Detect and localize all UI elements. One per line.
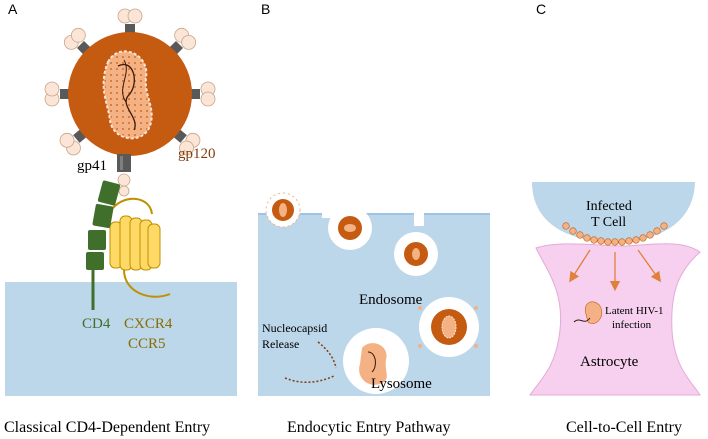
cd4-label: CD4 — [82, 316, 111, 332]
latent-provirus — [573, 301, 603, 324]
virological-synapse — [562, 222, 668, 246]
ccr5-label: CCR5 — [128, 336, 166, 352]
host-membrane-a — [5, 282, 237, 396]
nucleocapsid-label: Nucleocapsid — [262, 321, 327, 335]
panel-c-caption: Cell-to-Cell Entry — [566, 419, 682, 436]
viral-rna — [117, 63, 136, 131]
coreceptor — [109, 198, 171, 298]
infection-label: infection — [612, 319, 652, 331]
released-rna-1 — [317, 341, 337, 369]
budding-virion — [265, 192, 301, 228]
panel-a-letter: A — [8, 1, 18, 17]
cxcr4-label: CXCR4 — [124, 316, 173, 332]
gp41-spike — [117, 154, 131, 197]
panel-b: B Endosome Nucleocapsid Release Lysosome… — [258, 1, 490, 436]
panel-a: A gp41 gp120 CD4 CXCR4 CCR5 Classical CD… — [4, 1, 237, 436]
panel-b-caption: Endocytic Entry Pathway — [287, 419, 451, 436]
release-label: Release — [262, 337, 299, 351]
panel-c: C Infected T Cell Latent HIV-1 infection… — [529, 1, 701, 436]
envelope-spikes — [44, 8, 216, 156]
early-endosome — [394, 232, 438, 276]
released-rna-2 — [284, 375, 335, 383]
panel-c-letter: C — [536, 1, 546, 17]
endosome-label: Endosome — [359, 292, 423, 308]
infected-t-cell — [532, 182, 695, 242]
gp120-label: gp120 — [178, 146, 216, 162]
astrocyte-label: Astrocyte — [580, 354, 639, 370]
transfer-arrow-left — [569, 249, 591, 283]
gp41-label: gp41 — [77, 158, 107, 174]
latent-label: Latent HIV-1 — [605, 305, 664, 317]
panel-a-caption: Classical CD4-Dependent Entry — [4, 419, 210, 436]
cd4-receptor — [86, 180, 121, 310]
lysosome-label: Lysosome — [371, 376, 432, 392]
panel-b-letter: B — [261, 1, 270, 17]
late-endosome — [418, 297, 479, 357]
endocytic-vesicle — [328, 206, 372, 250]
infected-label: Infected — [586, 199, 632, 214]
transfer-arrow-right — [637, 249, 662, 283]
t-cell-label: T Cell — [591, 215, 626, 230]
viral-core — [102, 50, 153, 140]
lysosome — [343, 328, 409, 394]
